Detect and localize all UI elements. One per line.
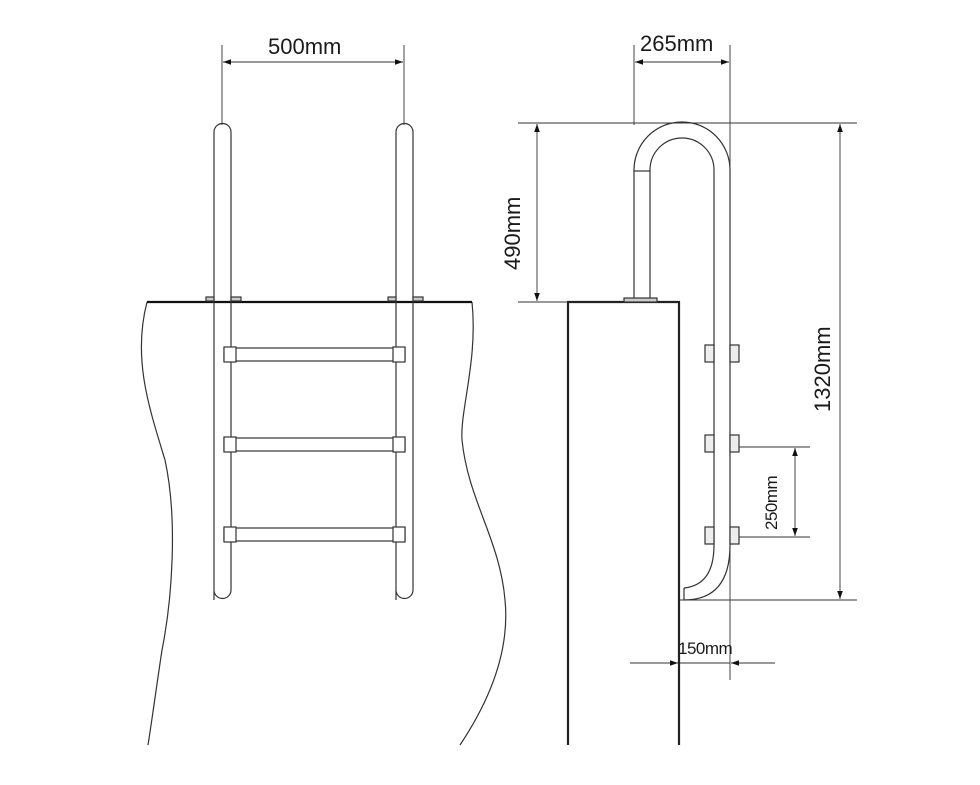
right-rail: [395, 122, 414, 600]
handrail-outer: [633, 121, 731, 545]
pool-wall: [566, 300, 681, 745]
dim-label-500mm: 500mm: [268, 34, 342, 59]
step-1: [223, 346, 406, 363]
dim-label-490mm: 490mm: [500, 196, 525, 270]
step-3: [223, 526, 406, 543]
pool-outline-right: [459, 301, 507, 746]
step-bracket-3: [704, 526, 740, 545]
dim-label-150mm: 150mm: [678, 639, 733, 658]
pool-outline-left: [140, 301, 174, 746]
dim-label-265mm: 265mm: [640, 31, 714, 56]
step-bracket-2: [704, 434, 740, 453]
step-2: [223, 436, 406, 453]
dim-label-250mm: 250mm: [762, 475, 781, 530]
handrail-inner: [649, 137, 715, 545]
front-view: [140, 45, 507, 746]
side-view: [518, 45, 857, 745]
step-bracket-1: [704, 344, 740, 363]
left-rail: [213, 122, 232, 600]
dim-label-1320mm: 1320mm: [810, 326, 835, 412]
